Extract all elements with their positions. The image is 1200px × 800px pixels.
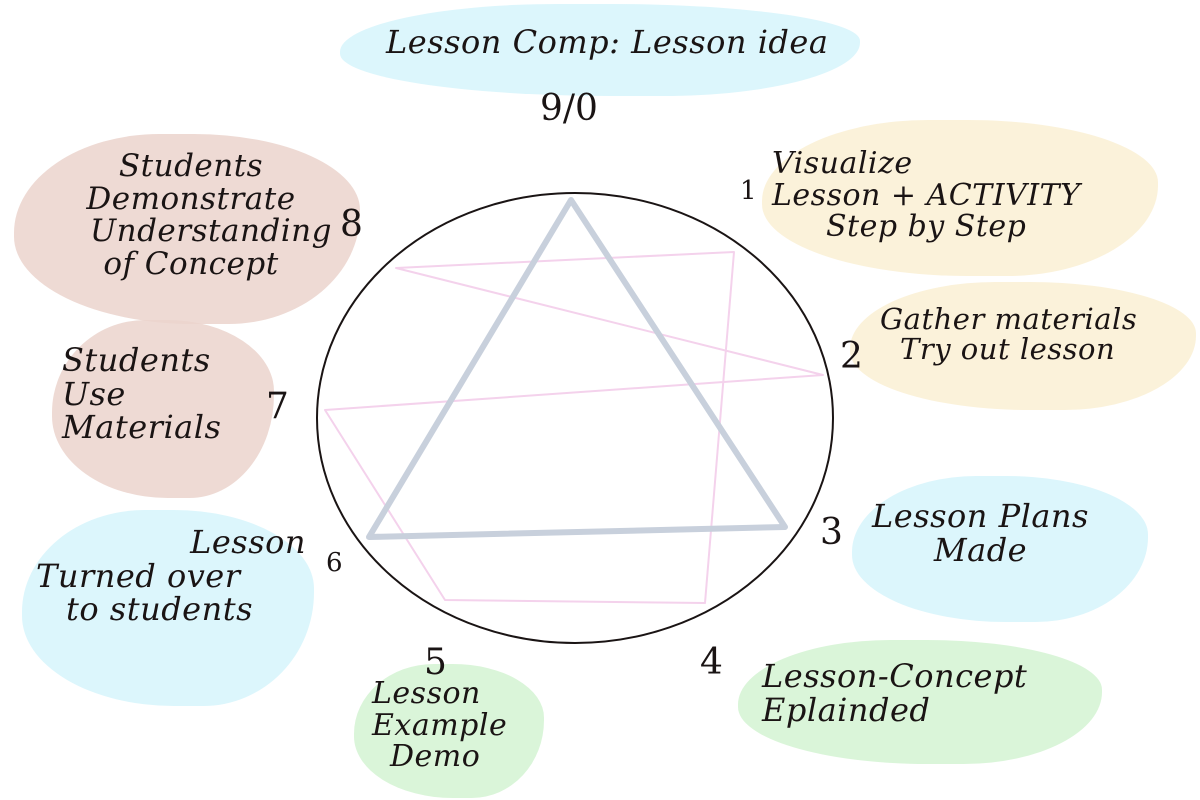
point-9-0: 9/0 [540, 88, 598, 129]
title-label: Lesson Comp: Lesson idea [386, 23, 829, 61]
label-line: Turned over [36, 556, 241, 595]
label-4-wash [738, 640, 1102, 764]
label-line: Lesson [190, 523, 306, 561]
label-line: Students [62, 341, 211, 379]
label-8-wash [14, 134, 360, 324]
label-line: Lesson-Concept [762, 657, 1028, 695]
label-line: Made [933, 530, 1028, 569]
label-line: Visualize [772, 146, 913, 181]
label-line: Step by Step [826, 209, 1027, 244]
title-line: Lesson Comp: Lesson idea [386, 23, 829, 61]
label-line: Demonstrate [86, 180, 296, 217]
point-8: 8 [340, 204, 363, 245]
label-point-4: Lesson-Concept Eplainded [762, 657, 1028, 729]
hexad-figure [324, 251, 824, 604]
label-line: of Concept [103, 245, 279, 282]
label-1-wash [762, 120, 1158, 276]
label-2-wash [850, 282, 1196, 410]
label-point-2: Gather materials Try out lesson [880, 304, 1137, 365]
label-3-wash [852, 476, 1148, 622]
label-line: Lesson [372, 676, 481, 711]
label-7-wash [52, 320, 274, 498]
point-1: 1 [740, 176, 757, 206]
label-line: Lesson + ACTIVITY [772, 177, 1081, 213]
label-line: Demo [390, 739, 481, 774]
label-point-5: Lesson Example Demo [372, 678, 507, 773]
label-5-wash [354, 664, 544, 798]
title-wash [340, 4, 860, 96]
label-line: Lesson Plans [872, 497, 1089, 535]
label-line: Understanding [90, 213, 332, 250]
label-6-wash [22, 510, 314, 706]
label-point-6: Lesson Turned over to students [36, 523, 306, 629]
point-7: 7 [266, 386, 289, 427]
label-line: Example [372, 707, 508, 743]
label-point-1: Visualize Lesson + ACTIVITY Step by Step [772, 148, 1080, 243]
point-2: 2 [840, 336, 863, 377]
label-line: Students [118, 148, 264, 184]
outer-circle [316, 192, 834, 644]
label-line: Materials [62, 408, 222, 447]
label-point-8: Students Demonstrate Understanding of Co… [28, 150, 354, 280]
point-3: 3 [820, 512, 843, 553]
label-line: to students [66, 590, 253, 629]
label-line: Use [62, 374, 126, 413]
inner-triangle [366, 197, 788, 540]
label-line: Try out lesson [900, 332, 1116, 367]
point-4: 4 [700, 642, 723, 683]
label-point-3: Lesson Plans Made [872, 497, 1089, 569]
point-5: 5 [424, 642, 447, 683]
label-line: Gather materials [880, 302, 1138, 336]
label-line: Eplainded [762, 690, 931, 729]
label-point-7: Students Use Materials [62, 341, 222, 447]
point-6: 6 [326, 548, 343, 578]
